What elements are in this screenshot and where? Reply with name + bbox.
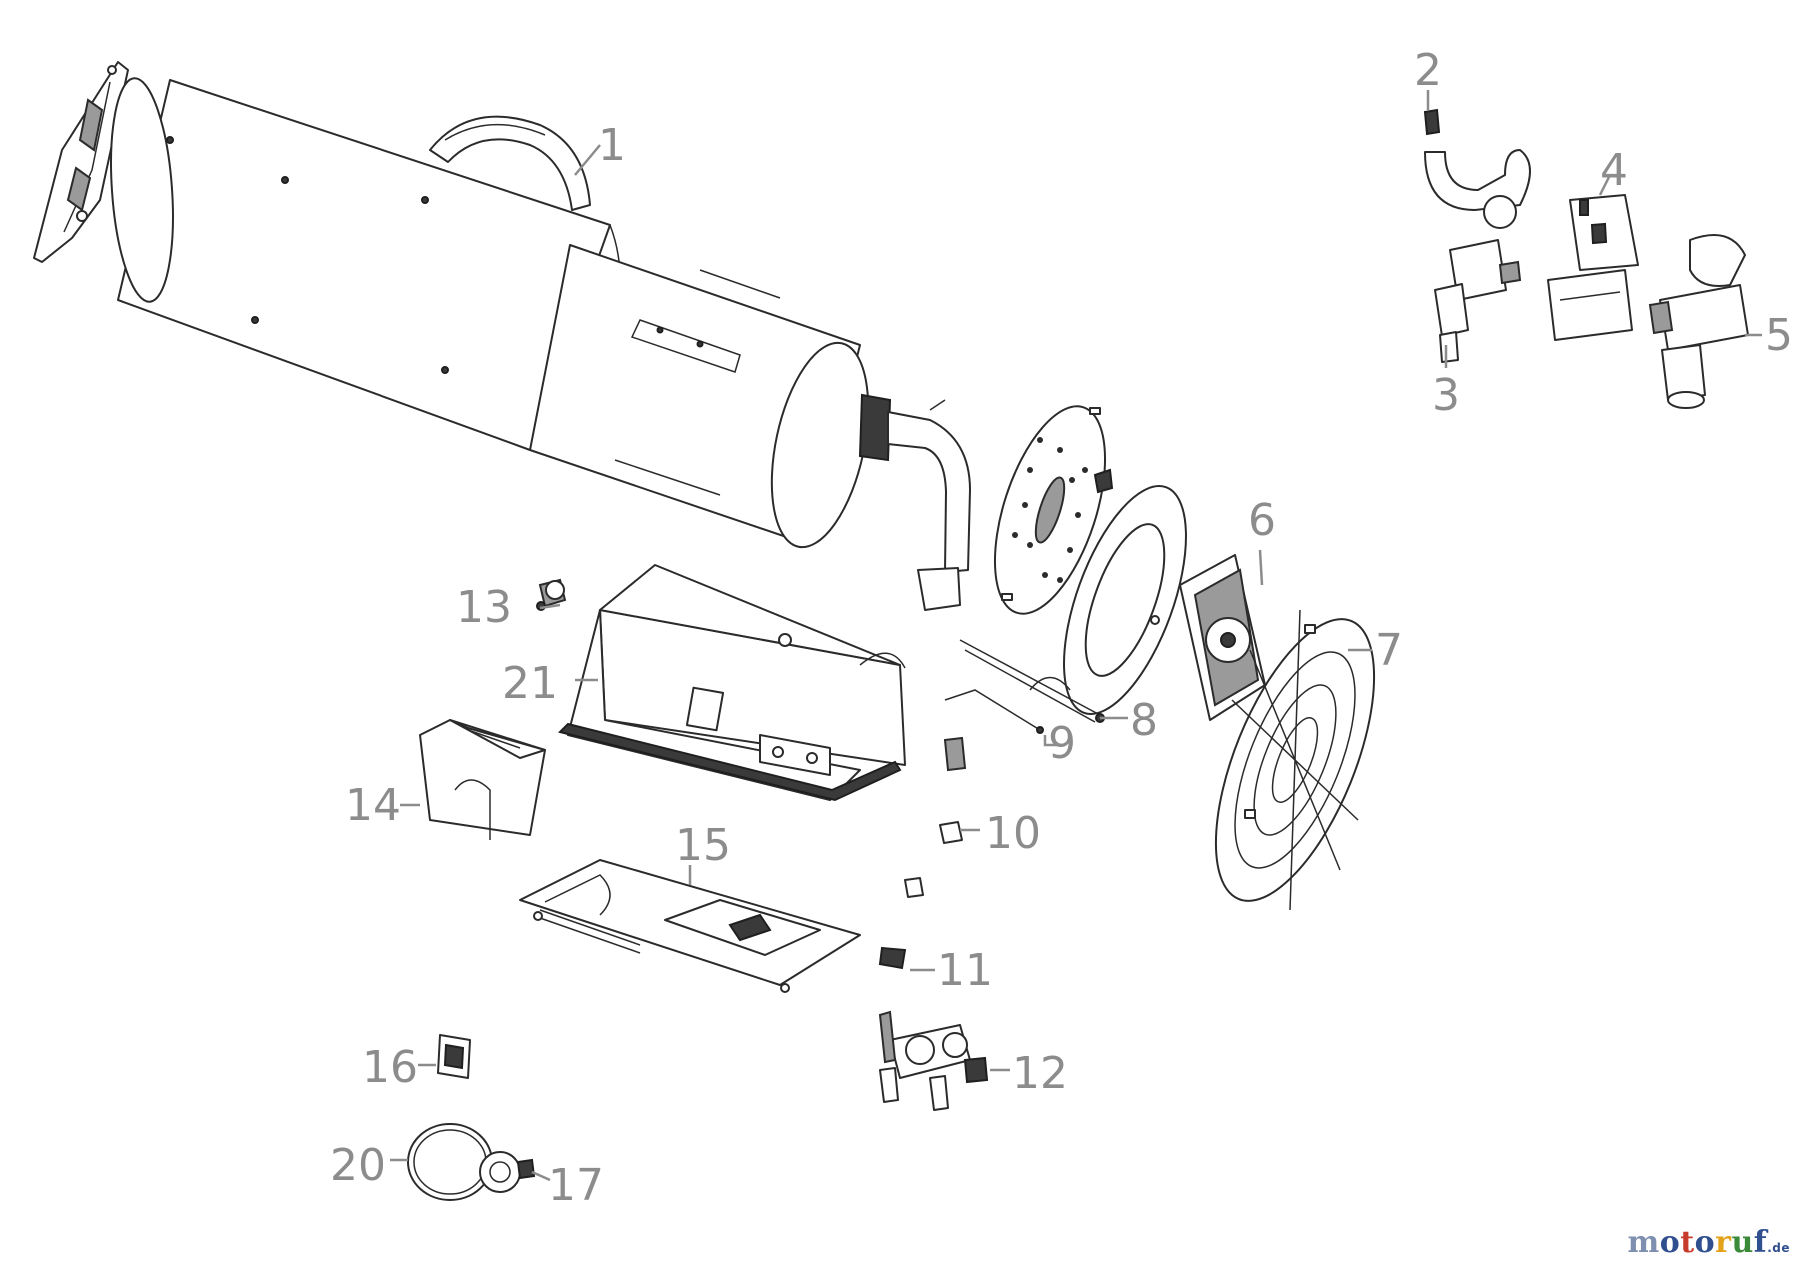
site-watermark: motoruf.de (1628, 1225, 1790, 1260)
label-part-8: 8 (1130, 695, 1158, 746)
label-part-10: 10 (985, 808, 1041, 859)
label-part-3: 3 (1432, 370, 1460, 421)
ignition-box (419, 719, 546, 840)
watermark-letter: u (1731, 1225, 1754, 1260)
wire-clip (1093, 468, 1114, 494)
label-part-21: 21 (502, 658, 558, 709)
bottom-plate (519, 859, 861, 993)
pipe-fitting-assembly (1423, 108, 1531, 363)
watermark-letter: f (1753, 1225, 1768, 1260)
label-part-4: 4 (1600, 145, 1628, 196)
label-part-1: 1 (598, 120, 626, 171)
watermark-suffix: .de (1767, 1241, 1790, 1255)
leader-lines (390, 90, 1762, 1182)
label-part-5: 5 (1765, 310, 1793, 361)
label-part-15: 15 (675, 820, 731, 871)
watermark-letter: o (1659, 1225, 1681, 1260)
label-part-11: 11 (937, 945, 993, 996)
rocker-switch (437, 1034, 471, 1079)
label-part-7: 7 (1375, 625, 1403, 676)
label-part-9: 9 (1048, 718, 1076, 769)
valve-body (1648, 234, 1749, 409)
label-part-17: 17 (548, 1160, 604, 1211)
gas-valve-assembly (878, 1010, 989, 1111)
burner-assembly (858, 393, 971, 611)
fan-shroud-ring (1063, 485, 1187, 715)
fan-guard (1214, 609, 1376, 911)
gas-hose-regulator (407, 1123, 536, 1201)
control-knob (536, 578, 567, 611)
outer-housing (110, 77, 621, 451)
label-part-14: 14 (345, 780, 401, 831)
watermark-letter: t (1680, 1225, 1695, 1260)
part-labels: 1 2 3 4 5 6 7 8 9 10 11 12 13 14 15 16 1… (330, 45, 1793, 1211)
label-part-12: 12 (1012, 1048, 1068, 1099)
label-part-2: 2 (1414, 45, 1442, 96)
solenoid-valve (1547, 194, 1639, 341)
carry-handle (429, 115, 591, 211)
label-part-16: 16 (362, 1042, 418, 1093)
control-housing (558, 564, 906, 802)
small-fittings (878, 736, 967, 970)
combustion-chamber (529, 244, 870, 549)
label-part-13: 13 (456, 582, 512, 633)
label-part-6: 6 (1248, 495, 1276, 546)
fan-motor (1179, 554, 1266, 721)
label-part-20: 20 (330, 1140, 386, 1191)
watermark-letter: m (1627, 1225, 1660, 1260)
watermark-letter: r (1715, 1225, 1732, 1260)
baffle-disc (993, 405, 1107, 615)
watermark-letter: o (1694, 1225, 1716, 1260)
